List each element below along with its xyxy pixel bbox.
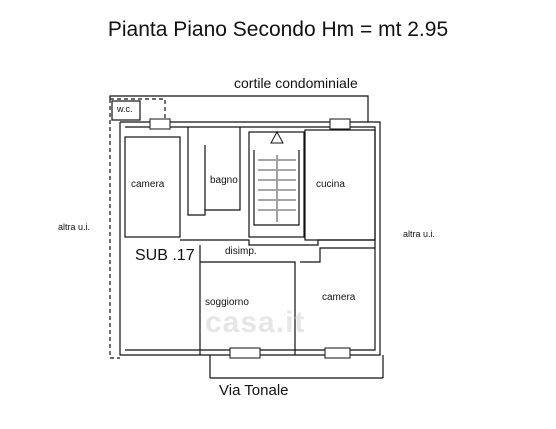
- dashed-boundary: [110, 98, 166, 122]
- altra-left-label: altra u.i.: [58, 222, 90, 232]
- street-label: Via Tonale: [219, 382, 289, 399]
- courtyard-label: cortile condominiale: [234, 75, 358, 91]
- camera-left-label: camera: [131, 179, 165, 190]
- stairwell: [248, 131, 305, 238]
- camera-right-walls: [300, 247, 375, 263]
- stair-rail: [253, 150, 300, 226]
- camera-right-label: camera: [322, 292, 356, 303]
- camera-left-room: [124, 136, 181, 238]
- soggiorno-label: soggiorno: [205, 297, 249, 308]
- dashed-boundary-left: [109, 99, 120, 359]
- plan-title: Pianta Piano Secondo Hm = mt 2.95: [107, 18, 449, 41]
- courtyard-boundary: [109, 95, 369, 122]
- outer-wall: [119, 121, 381, 356]
- soggiorno-top-wall: [200, 261, 296, 355]
- stair-treads: [258, 155, 296, 222]
- sub-label: SUB .17: [135, 247, 195, 264]
- corridor-wall: [180, 239, 375, 246]
- bagno-label: bagno: [210, 175, 238, 186]
- wc-label: w.c.: [116, 104, 133, 114]
- watermark: casa.it: [205, 306, 306, 339]
- altra-right-label: altra u.i.: [403, 229, 435, 239]
- disimp-label: disimp.: [225, 246, 257, 257]
- stair-arrow-icon: [270, 130, 284, 144]
- bagno-walls: [187, 127, 241, 216]
- cucina-label: cucina: [316, 179, 345, 190]
- wc-room: [111, 100, 141, 121]
- windows: [149, 118, 351, 359]
